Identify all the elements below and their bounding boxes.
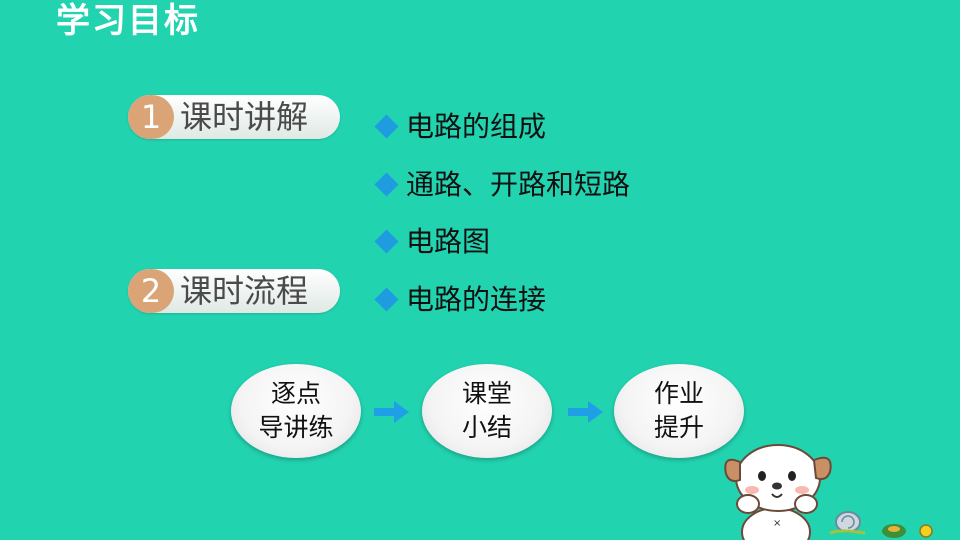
cartoon-dog-illustration: × xyxy=(724,444,832,540)
topic-label: 电路的连接 xyxy=(406,283,547,316)
page-title: 学习目标 xyxy=(56,1,200,41)
snail-decoration-icon xyxy=(829,511,933,538)
topic-label: 通路、开路和短路 xyxy=(406,168,631,201)
flow-step-line2: 导讲练 xyxy=(258,413,334,442)
flow-step-line2: 提升 xyxy=(653,413,704,442)
svg-text:×: × xyxy=(773,518,781,529)
topic-label: 电路图 xyxy=(406,225,491,258)
section-item-process[interactable]: 2 课时流程 xyxy=(128,269,340,313)
section-number-badge: 1 xyxy=(128,95,174,139)
topic-item[interactable]: 电路图 xyxy=(374,222,490,262)
topic-item[interactable]: 通路、开路和短路 xyxy=(374,165,630,205)
section-label: 课时流程 xyxy=(180,272,309,310)
flow-step-practice[interactable]: 逐点 导讲练 xyxy=(231,364,361,458)
section-item-lecture[interactable]: 1 课时讲解 xyxy=(128,95,340,139)
topic-item[interactable]: 电路的组成 xyxy=(374,107,546,147)
section-label: 课时讲解 xyxy=(180,98,309,136)
right-arrow-icon xyxy=(568,401,603,423)
right-arrow-icon xyxy=(374,401,409,423)
topic-label: 电路的组成 xyxy=(406,110,547,143)
flow-step-line1: 逐点 xyxy=(270,379,321,408)
flow-step-line1: 课堂 xyxy=(461,379,512,408)
diamond-icon xyxy=(374,228,399,254)
section-number-badge: 2 xyxy=(128,269,174,313)
flow-step-homework[interactable]: 作业 提升 xyxy=(614,364,744,458)
flow-step-summary[interactable]: 课堂 小结 xyxy=(422,364,552,458)
diamond-icon xyxy=(374,171,399,197)
topic-item[interactable]: 电路的连接 xyxy=(374,280,546,320)
diamond-icon xyxy=(374,113,399,139)
flow-step-line1: 作业 xyxy=(653,379,704,408)
diamond-icon xyxy=(374,286,399,312)
flow-step-line2: 小结 xyxy=(461,413,512,442)
